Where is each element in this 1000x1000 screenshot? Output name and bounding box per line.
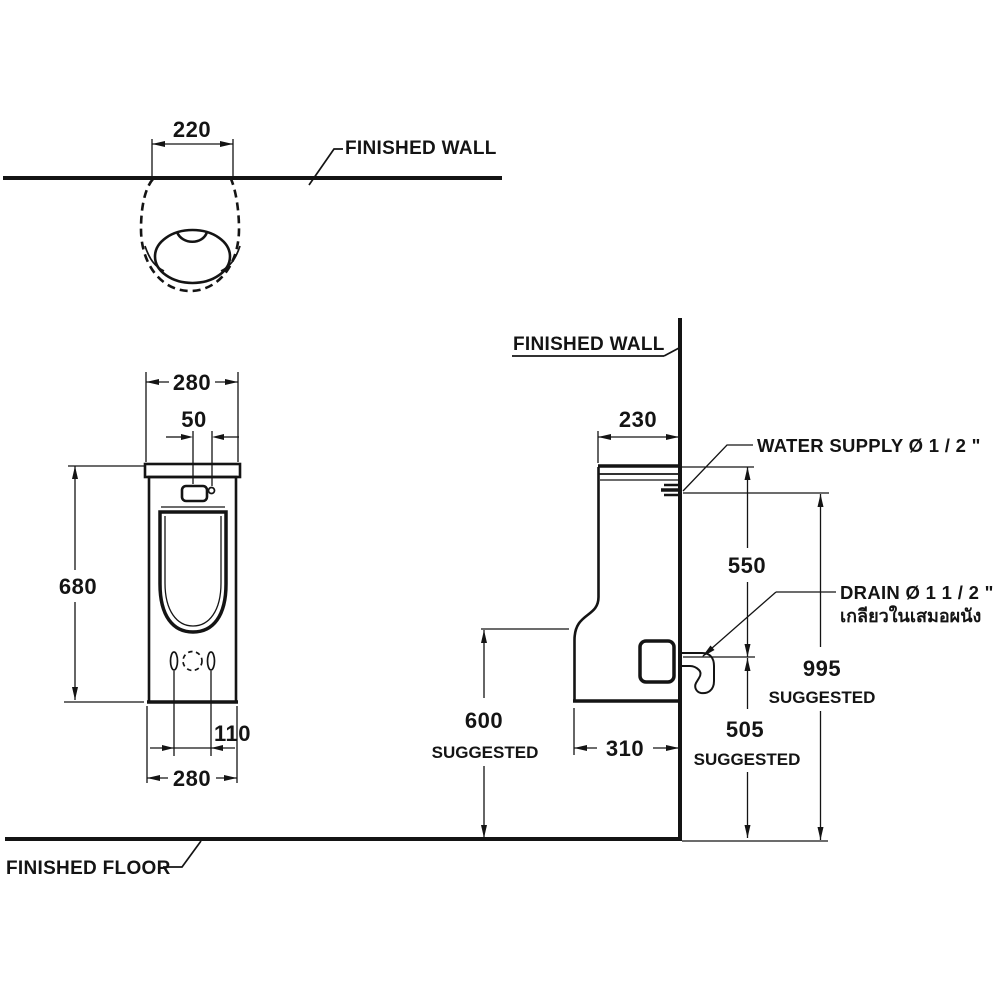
top-view-body-outline xyxy=(139,178,241,293)
bowl-outer xyxy=(158,510,228,634)
dim-220: 220 xyxy=(151,117,234,177)
dim-505-value: 505 xyxy=(726,717,764,742)
dim-600-note: SUGGESTED xyxy=(432,743,539,762)
top-view: 220 FINISHED WALL xyxy=(3,117,502,293)
fixing-hole-left xyxy=(169,651,179,671)
dim-995-value: 995 xyxy=(803,656,841,681)
dim-280-top: 280 xyxy=(145,370,239,462)
top-view-bowl-left-shoulder xyxy=(144,245,165,272)
drain-outlet-box xyxy=(638,639,676,684)
finished-wall-top-label: FINISHED WALL xyxy=(345,138,497,159)
dim-230-value: 230 xyxy=(619,407,657,432)
water-supply-label: WATER SUPPLY Ø 1 / 2 " xyxy=(757,435,981,456)
dim-995-note: SUGGESTED xyxy=(769,688,876,707)
water-supply-fitting xyxy=(661,483,681,497)
sensor-inlet-hole xyxy=(207,486,216,495)
dim-550: 550 xyxy=(728,467,766,657)
top-view-drain-detail-arc xyxy=(175,231,209,244)
dim-310: 310 xyxy=(573,708,679,761)
dim-110: 110 xyxy=(150,671,251,756)
finished-wall-side-tick xyxy=(663,347,680,357)
finished-floor-label: FINISHED FLOOR xyxy=(6,858,171,879)
fixing-hole-right xyxy=(206,651,216,671)
top-view-bowl-right-shoulder xyxy=(220,245,241,272)
sensor-window xyxy=(180,484,209,503)
dim-995: 995 SUGGESTED xyxy=(769,494,876,840)
dim-230: 230 xyxy=(597,407,679,463)
dim-280-top-value: 280 xyxy=(173,370,211,395)
dim-550-value: 550 xyxy=(728,553,766,578)
finished-wall-top-leader xyxy=(308,148,343,186)
dim-280-bottom-value: 280 xyxy=(173,766,211,791)
dim-680-value: 680 xyxy=(59,574,97,599)
dim-110-value: 110 xyxy=(214,721,251,746)
bowl-inner xyxy=(164,516,222,627)
dim-310-value: 310 xyxy=(606,736,644,761)
drain-note-thai: เกลียวในเสมอผนัง xyxy=(840,605,981,626)
dim-50: 50 xyxy=(166,407,239,486)
drain-pipe-elbow xyxy=(680,652,715,695)
top-view-bowl xyxy=(153,228,232,285)
drain-callout: DRAIN Ø 1 1 / 2 " เกลียวในเสมอผนัง xyxy=(702,582,994,657)
dim-680: 680 xyxy=(59,465,145,703)
side-view: FINISHED WALL FINISHED FLOOR WATER SUPPL… xyxy=(5,318,994,879)
water-supply-leader xyxy=(682,444,753,492)
dim-505: 505 SUGGESTED xyxy=(694,658,801,838)
dim-600-value: 600 xyxy=(465,708,503,733)
dim-50-value: 50 xyxy=(181,407,206,432)
dim-600: 600 SUGGESTED xyxy=(432,630,539,838)
dim-505-note: SUGGESTED xyxy=(694,750,801,769)
finished-wall-side-label: FINISHED WALL xyxy=(513,334,665,355)
finished-floor-leader xyxy=(163,840,202,868)
front-view: 280 50 xyxy=(59,370,251,791)
dim-220-value: 220 xyxy=(173,117,211,142)
drain-label: DRAIN Ø 1 1 / 2 " xyxy=(840,582,994,603)
dim-280-bottom: 280 xyxy=(146,706,238,791)
side-front-edge xyxy=(573,467,600,700)
outlet-hole-dashed xyxy=(182,650,203,672)
